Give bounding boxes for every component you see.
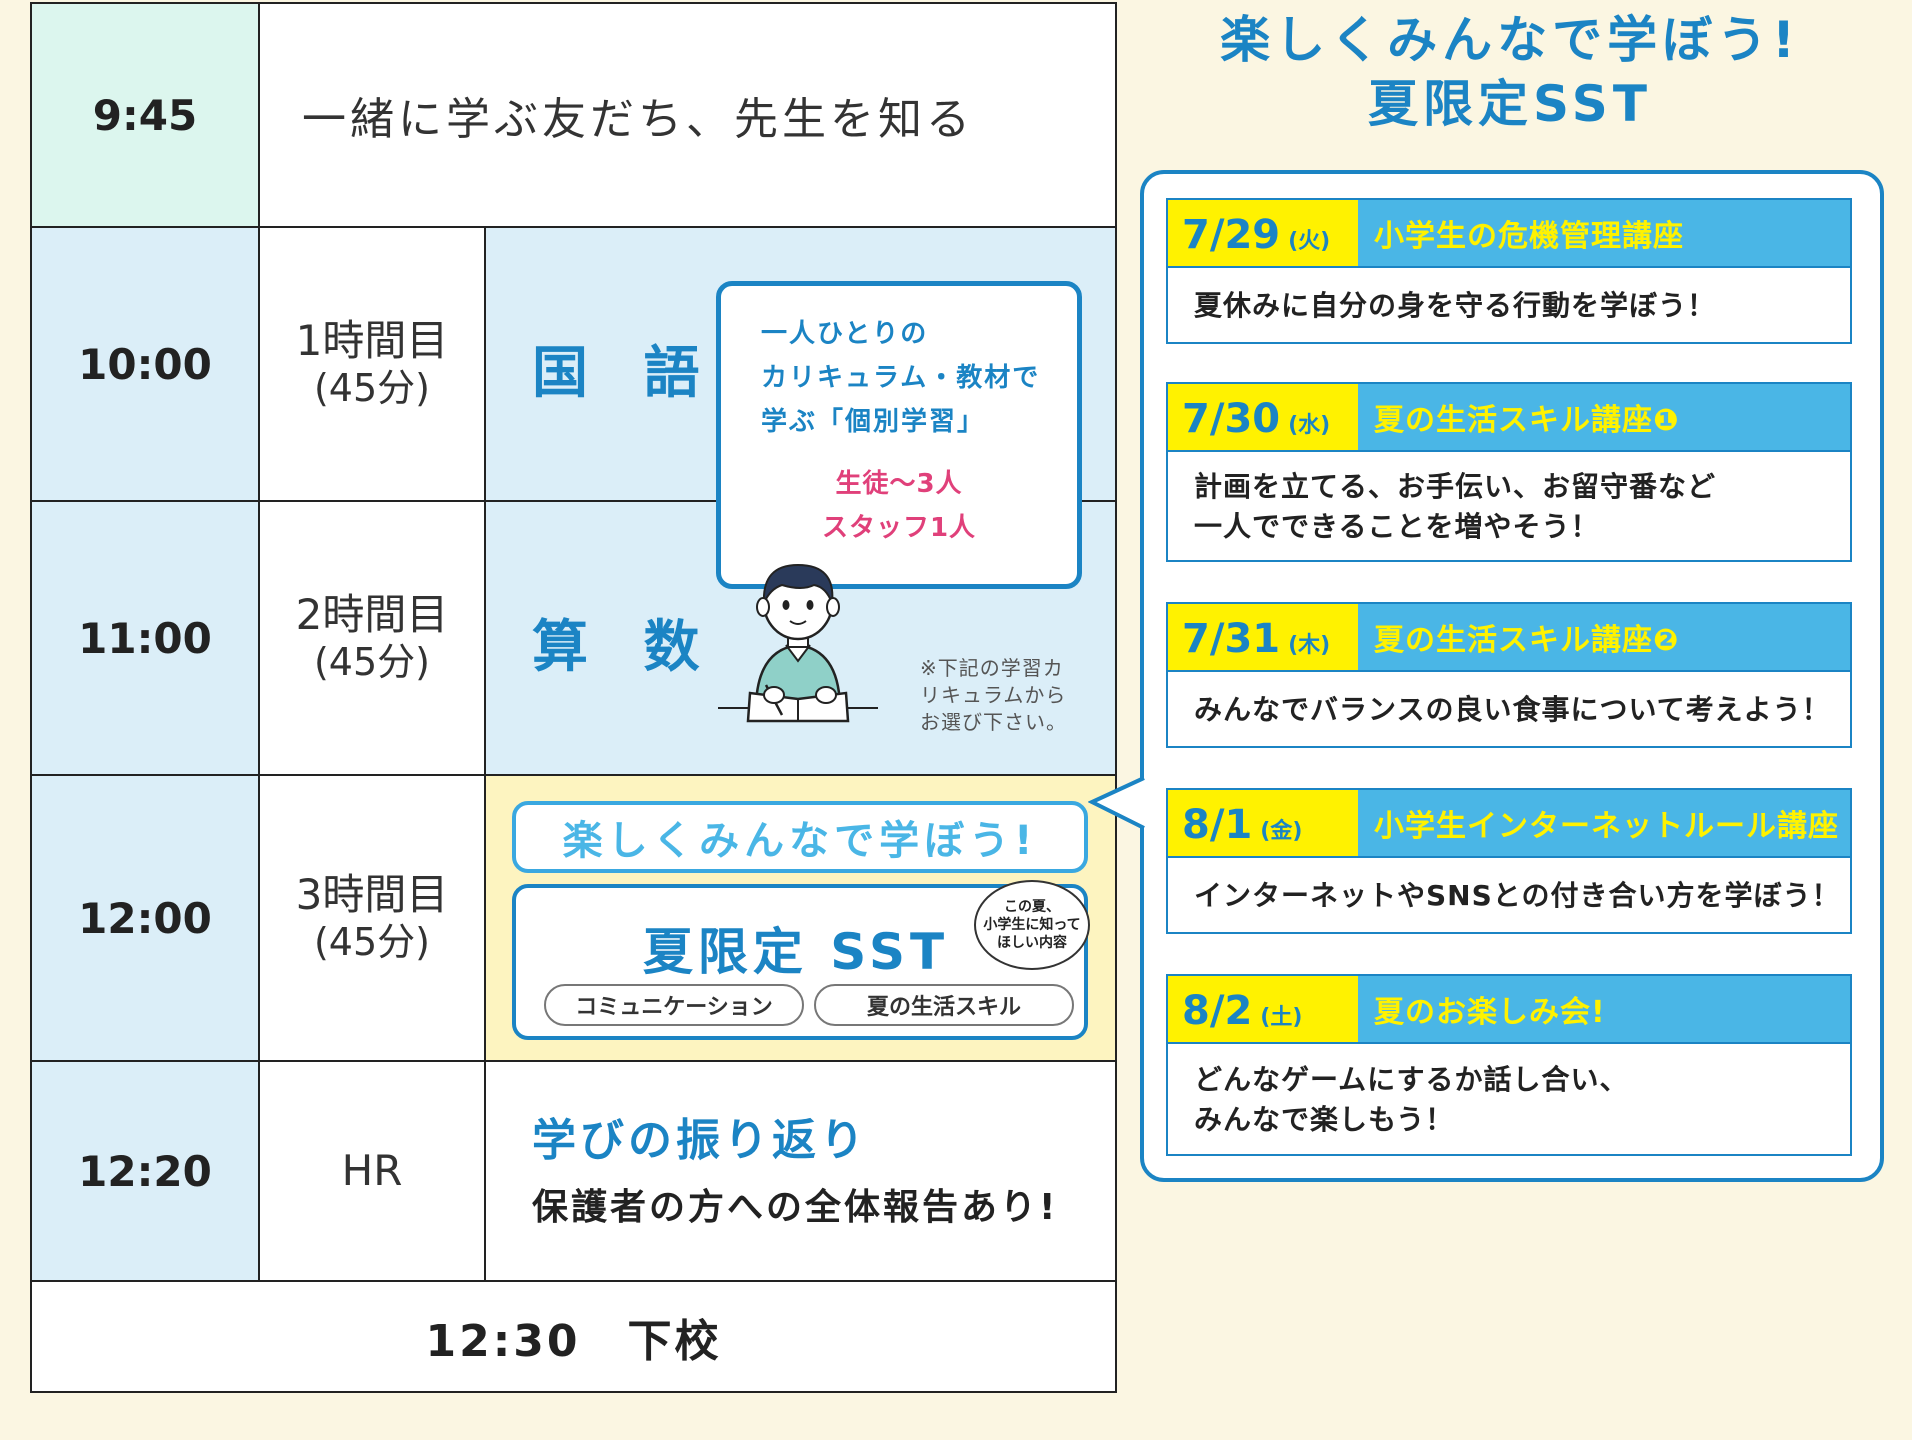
time-cell: 11:00 <box>32 502 258 774</box>
entry-date: 7/31 <box>1182 616 1281 662</box>
entry-title: 夏の生活スキル講座❷ <box>1374 623 1680 658</box>
entry-date: 8/1 <box>1182 802 1253 848</box>
sst-heading: 楽しくみんなで学ぼう! 夏限定SST <box>1140 8 1880 136</box>
period-label: 3時間目 <box>295 870 449 919</box>
entry-title: 小学生インターネットルール講座 <box>1374 809 1839 844</box>
dismissal-time: 12:30 下校 <box>425 1315 722 1367</box>
sst-pill-title: 楽しくみんなで学ぼう! <box>512 801 1088 873</box>
period-cell: 1時間目 (45分) <box>260 228 484 500</box>
entry-date: 8/2 <box>1182 988 1253 1034</box>
note-line: お選び下さい。 <box>920 710 1067 734</box>
grid-line <box>486 500 750 502</box>
info-line: 学ぶ「個別学習」 <box>761 407 986 437</box>
time-cell: 9:45 <box>32 4 258 226</box>
tag-communication: コミュニケーション <box>544 984 804 1026</box>
time-cell: 12:00 <box>32 776 258 1060</box>
schedule-entry: 7/31 (木) 夏の生活スキル講座❷ みんなでバランスの良い食事について考えよう… <box>1166 602 1852 748</box>
bubble-line: ほしい内容 <box>997 935 1067 951</box>
boy-studying-illustration <box>718 563 878 723</box>
note-line: ※下記の学習カ <box>920 656 1064 680</box>
time-cell: 12:20 <box>32 1062 258 1280</box>
ratio-line: 生徒〜3人 <box>835 469 963 499</box>
entry-desc: 夏休みに自分の身を守る行動を学ぼう！ <box>1194 289 1717 322</box>
period-duration: (45分) <box>313 366 430 411</box>
reflection-subtitle: 保護者の方への全体報告あり! <box>532 1187 1059 1228</box>
entry-title: 夏のお楽しみ会! <box>1374 995 1606 1030</box>
info-line: カリキュラム・教材で <box>761 363 1041 393</box>
entry-title: 小学生の危機管理講座 <box>1374 219 1684 254</box>
tag-summer-life-skills: 夏の生活スキル <box>814 984 1074 1026</box>
grid-line <box>32 1060 1115 1062</box>
period-duration: (45分) <box>313 640 430 685</box>
intro-text: 一緒に学ぶ友だち、先生を知る <box>302 94 974 145</box>
period-duration: (45分) <box>313 920 430 965</box>
entry-weekday: (木) <box>1288 633 1331 658</box>
entry-weekday: (水) <box>1288 413 1331 438</box>
period-cell: HR <box>341 1145 403 1195</box>
entry-desc: どんなゲームにするか話し合い、 <box>1194 1063 1629 1096</box>
entry-desc: 一人でできることを増やそう！ <box>1194 510 1600 543</box>
entry-desc: みんなでバランスの良い食事について考えよう！ <box>1194 693 1831 726</box>
bubble-line: この夏、 <box>1004 899 1060 915</box>
schedule-entry: 7/30 (水) 夏の生活スキル講座❶ 計画を立てる、お手伝い、お留守番など 一人… <box>1166 382 1852 562</box>
entry-weekday: (土) <box>1260 1005 1303 1030</box>
curriculum-note: ※下記の学習カ リキュラムから お選び下さい。 <box>920 655 1100 736</box>
sst-title: 夏限定 SST <box>642 923 950 981</box>
period-label: 2時間目 <box>295 590 449 639</box>
subject-math: 算 数 <box>532 615 718 680</box>
entry-date: 7/29 <box>1182 212 1281 258</box>
subject-japanese: 国 語 <box>532 341 718 406</box>
schedule-entry: 8/1 (金) 小学生インターネットルール講座 インターネットやSNSとの付き合い… <box>1166 788 1852 934</box>
time-cell: 10:00 <box>32 228 258 500</box>
heading-line: 楽しくみんなで学ぼう! <box>1220 11 1800 69</box>
entry-desc: 計画を立てる、お手伝い、お留守番など <box>1194 470 1717 503</box>
grid-line <box>32 774 1115 776</box>
heading-line: 夏限定SST <box>1368 75 1652 133</box>
period-cell: 2時間目 (45分) <box>260 502 484 774</box>
schedule-entry: 8/2 (土) 夏のお楽しみ会! どんなゲームにするか話し合い、 みんなで楽しもう… <box>1166 974 1852 1156</box>
period-label: 1時間目 <box>295 316 449 365</box>
entry-title: 夏の生活スキル講座❶ <box>1374 403 1680 438</box>
grid-line <box>32 1280 1115 1282</box>
period-cell: 3時間目 (45分) <box>260 776 484 1060</box>
reflection-title: 学びの振り返り <box>532 1115 868 1166</box>
entry-date: 7/30 <box>1182 396 1281 442</box>
bubble-line: 小学生に知って <box>983 917 1081 933</box>
info-line: 一人ひとりの <box>761 319 929 349</box>
grid-line <box>1082 500 1115 502</box>
entry-desc: みんなで楽しもう！ <box>1194 1103 1455 1136</box>
grid-line <box>32 500 486 502</box>
entry-desc: インターネットやSNSとの付き合い方を学ぼう！ <box>1194 879 1841 912</box>
grid-line <box>32 226 1115 228</box>
schedule-entry: 7/29 (火) 小学生の危機管理講座 夏休みに自分の身を守る行動を学ぼう！ <box>1166 198 1852 344</box>
callout-pointer <box>1088 776 1148 830</box>
note-line: リキュラムから <box>920 683 1067 707</box>
ratio-line: スタッフ1人 <box>821 513 977 543</box>
entry-weekday: (金) <box>1260 819 1303 844</box>
grid-line <box>258 4 260 1280</box>
entry-weekday: (火) <box>1288 229 1331 254</box>
grid-line <box>484 226 486 1280</box>
speech-bubble: この夏、 小学生に知って ほしい内容 <box>974 880 1090 970</box>
individual-learning-box: 一人ひとりの カリキュラム・教材で 学ぶ「個別学習」 生徒〜3人 スタッフ1人 <box>716 281 1082 589</box>
